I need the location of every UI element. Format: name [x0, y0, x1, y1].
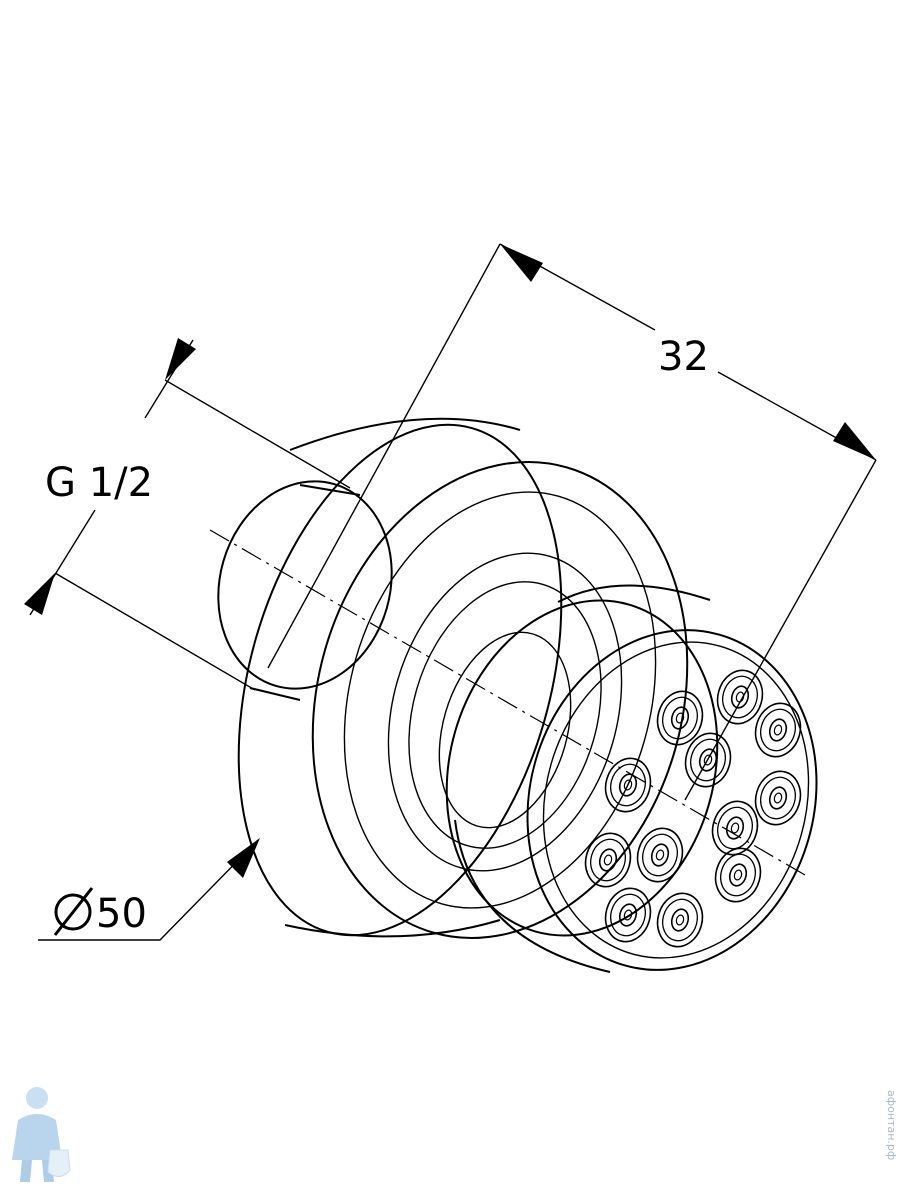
neck-shadow	[438, 631, 572, 829]
flange-back	[237, 423, 563, 937]
nozzle	[754, 770, 802, 826]
nozzle	[656, 690, 704, 746]
thread-end	[217, 480, 393, 690]
nozzle	[714, 847, 762, 903]
extension-line-front	[684, 459, 877, 801]
flange-recess	[387, 552, 623, 872]
nozzle	[716, 669, 764, 725]
head-back	[445, 599, 719, 937]
extension-line-top	[164, 379, 351, 489]
nozzle	[584, 832, 632, 888]
head-face-rim	[542, 641, 810, 959]
extension-line-bottom	[54, 572, 256, 691]
flange-recess-inner	[408, 581, 602, 849]
arrow-head-left	[500, 244, 543, 282]
arrow-head-bottom	[24, 573, 55, 615]
nozzle-head	[438, 584, 818, 973]
watermark: афонтан.рф	[12, 1087, 898, 1182]
extension-line-back	[267, 243, 501, 669]
watermark-text: афонтан.рф	[885, 1090, 898, 1160]
diameter-value: 50	[96, 891, 147, 937]
flange-rim-inner	[343, 491, 657, 909]
leader-arrow-head	[227, 838, 260, 878]
dimension-thread: G 1/2	[24, 338, 351, 691]
nozzle	[636, 827, 684, 883]
center-axis	[209, 529, 806, 876]
arrow-head-top	[165, 338, 196, 380]
leader-line	[38, 839, 259, 941]
flange-front	[311, 461, 689, 939]
arrow-head-right	[833, 422, 876, 460]
nozzle	[711, 800, 759, 856]
plumber-mascot-icon	[12, 1087, 71, 1182]
nozzle-group	[584, 669, 802, 948]
dimension-diameter: 50	[38, 838, 260, 941]
mounting-flange	[237, 417, 689, 939]
nozzle	[604, 887, 652, 943]
thread-connection	[217, 480, 393, 701]
nozzle	[656, 892, 704, 948]
dimension-depth: 32	[267, 243, 877, 801]
thread-label: G 1/2	[45, 460, 153, 506]
diameter-symbol-icon	[53, 887, 94, 936]
depth-label: 32	[658, 334, 709, 380]
nozzle	[754, 702, 802, 758]
head-face	[526, 629, 818, 971]
